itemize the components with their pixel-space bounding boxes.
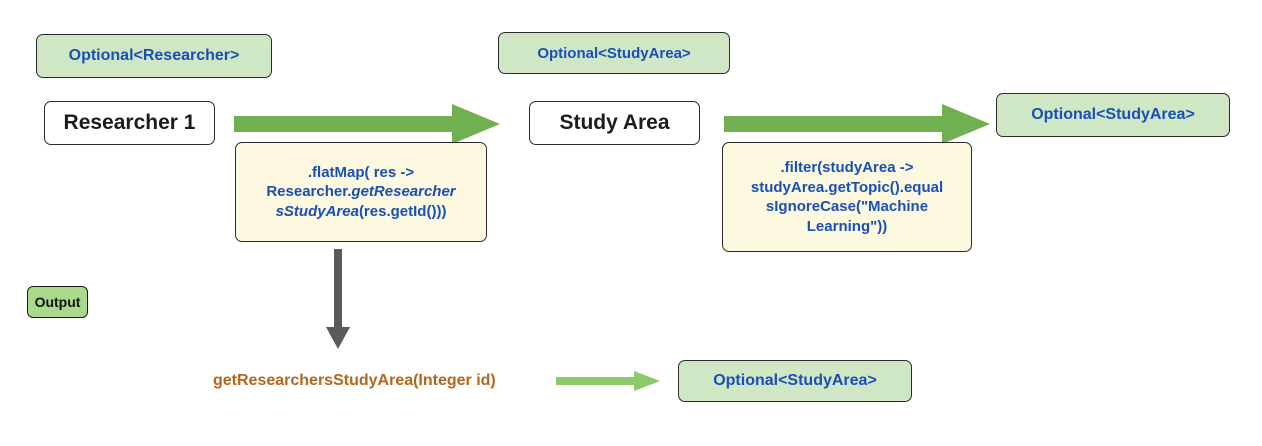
note-flatmap-method-part2: sStudyArea <box>275 202 359 220</box>
type-box-optional-studyarea-right-label: Optional<StudyArea> <box>1031 106 1195 123</box>
entity-box-researcher: Researcher 1 <box>44 101 215 145</box>
type-box-optional-researcher-label: Optional<Researcher> <box>68 47 240 64</box>
type-box-optional-studyarea-bottom-label: Optional<StudyArea> <box>713 372 877 389</box>
flatmap-arrow <box>234 104 500 144</box>
entity-box-researcher-label: Researcher 1 <box>63 111 196 134</box>
method-signature: getResearchersStudyArea(Integer id) <box>213 368 496 394</box>
returns-arrow <box>556 370 660 392</box>
type-box-optional-studyarea-right: Optional<StudyArea> <box>996 93 1230 137</box>
note-flatmap-line2: Researcher.getResearcher <box>266 183 456 201</box>
type-box-optional-researcher: Optional<Researcher> <box>36 34 272 78</box>
type-box-optional-studyarea-mid-label: Optional<StudyArea> <box>537 44 691 62</box>
note-flatmap-line1: .flatMap( res -> <box>307 163 415 181</box>
type-box-optional-studyarea-bottom: Optional<StudyArea> <box>678 360 912 402</box>
output-badge-label: Output <box>34 294 81 310</box>
entity-box-study-area-label: Study Area <box>559 111 670 134</box>
note-filter: .filter(studyArea -> studyArea.getTopic(… <box>722 142 972 252</box>
drilldown-arrow <box>326 249 350 349</box>
note-filter-line1: .filter(studyArea -> <box>780 159 914 176</box>
filter-arrow <box>724 104 990 144</box>
output-badge: Output <box>27 286 88 318</box>
note-filter-line4: Learning")) <box>806 217 888 235</box>
note-flatmap-line3: sStudyArea(res.getId())) <box>275 202 447 220</box>
note-flatmap: .flatMap( res -> Researcher.getResearche… <box>235 142 487 242</box>
method-signature-label: getResearchersStudyArea(Integer id) <box>213 372 496 389</box>
note-flatmap-method-part1: getResearcher <box>351 183 456 201</box>
note-filter-line2: studyArea.getTopic().equal <box>750 178 944 196</box>
note-filter-line3: sIgnoreCase("Machine <box>765 198 929 215</box>
type-box-optional-studyarea-mid: Optional<StudyArea> <box>498 32 730 74</box>
entity-box-study-area: Study Area <box>529 101 700 145</box>
